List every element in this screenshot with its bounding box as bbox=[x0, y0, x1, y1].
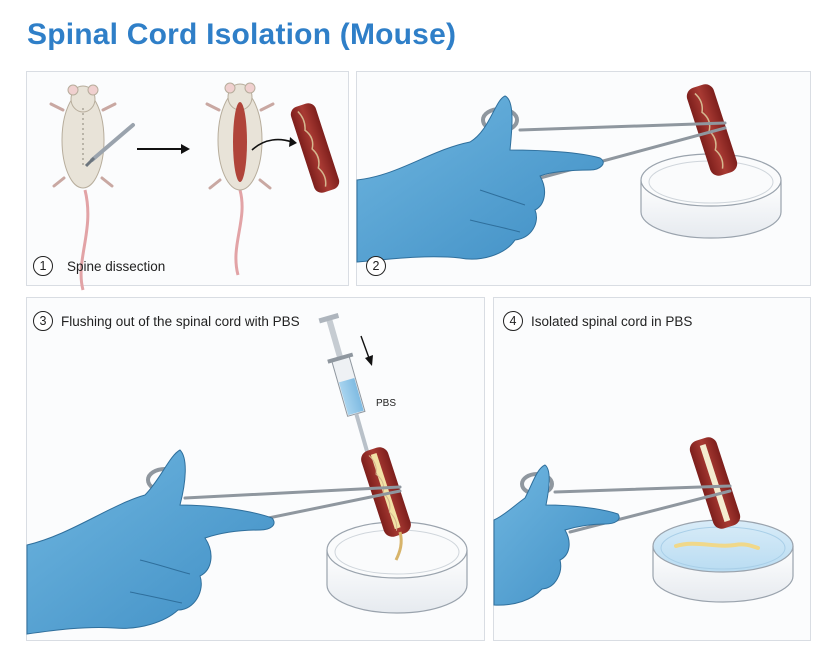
petri-dish-icon bbox=[640, 153, 782, 239]
dissected-mouse-icon bbox=[205, 82, 297, 276]
petri-dish-icon bbox=[326, 521, 468, 614]
step-number: 4 bbox=[503, 311, 523, 331]
spine-tissue-icon bbox=[689, 437, 741, 529]
step-caption: Spine dissection bbox=[67, 258, 166, 274]
mouse-icon bbox=[49, 84, 117, 291]
step-caption: Flushing out of the spinal cord with PBS bbox=[61, 313, 300, 329]
scalpel-icon bbox=[84, 123, 135, 168]
arrow-down-icon bbox=[360, 335, 373, 366]
page-title: Spinal Cord Isolation (Mouse) bbox=[27, 18, 457, 51]
step-number: 2 bbox=[366, 256, 386, 276]
step-number: 3 bbox=[33, 311, 53, 331]
spine-tissue-icon bbox=[361, 447, 411, 537]
pbs-label: PBS bbox=[376, 398, 396, 409]
step-caption: Isolated spinal cord in PBS bbox=[531, 313, 693, 329]
gloved-hand-icon bbox=[493, 464, 620, 606]
step-number: 1 bbox=[33, 256, 53, 276]
step-4-label: 4 Isolated spinal cord in PBS bbox=[503, 311, 692, 331]
spinal-cord-icon bbox=[394, 531, 403, 561]
arrow-right-icon bbox=[137, 144, 190, 154]
petri-dish-with-pbs-icon bbox=[652, 519, 794, 603]
isolated-spinal-cord-icon bbox=[674, 541, 760, 550]
step-1-label: 1 Spine dissection bbox=[33, 256, 165, 276]
spine-tissue-icon bbox=[290, 103, 340, 193]
gloved-hand-icon bbox=[26, 449, 275, 635]
step-3-label: 3 Flushing out of the spinal cord with P… bbox=[33, 311, 300, 331]
step-2-label: 2 bbox=[366, 256, 396, 276]
gloved-hand-icon bbox=[356, 95, 604, 263]
